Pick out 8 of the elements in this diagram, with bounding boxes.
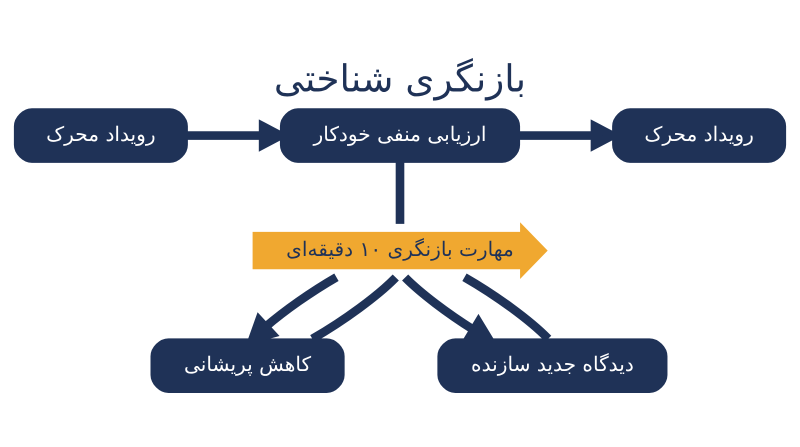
connector (462, 272, 552, 342)
node-box: کاهش پریشانی (150, 338, 345, 392)
node-box: دیدگاه جدید سازنده (437, 338, 668, 392)
node-box: رویداد محرک (14, 108, 188, 162)
node-box: ارزیابی منفی خودکار (280, 108, 520, 162)
diagram-title: بازنگری شناختی (274, 56, 526, 100)
connector (396, 162, 404, 224)
node-box: رویداد محرک (612, 108, 786, 162)
